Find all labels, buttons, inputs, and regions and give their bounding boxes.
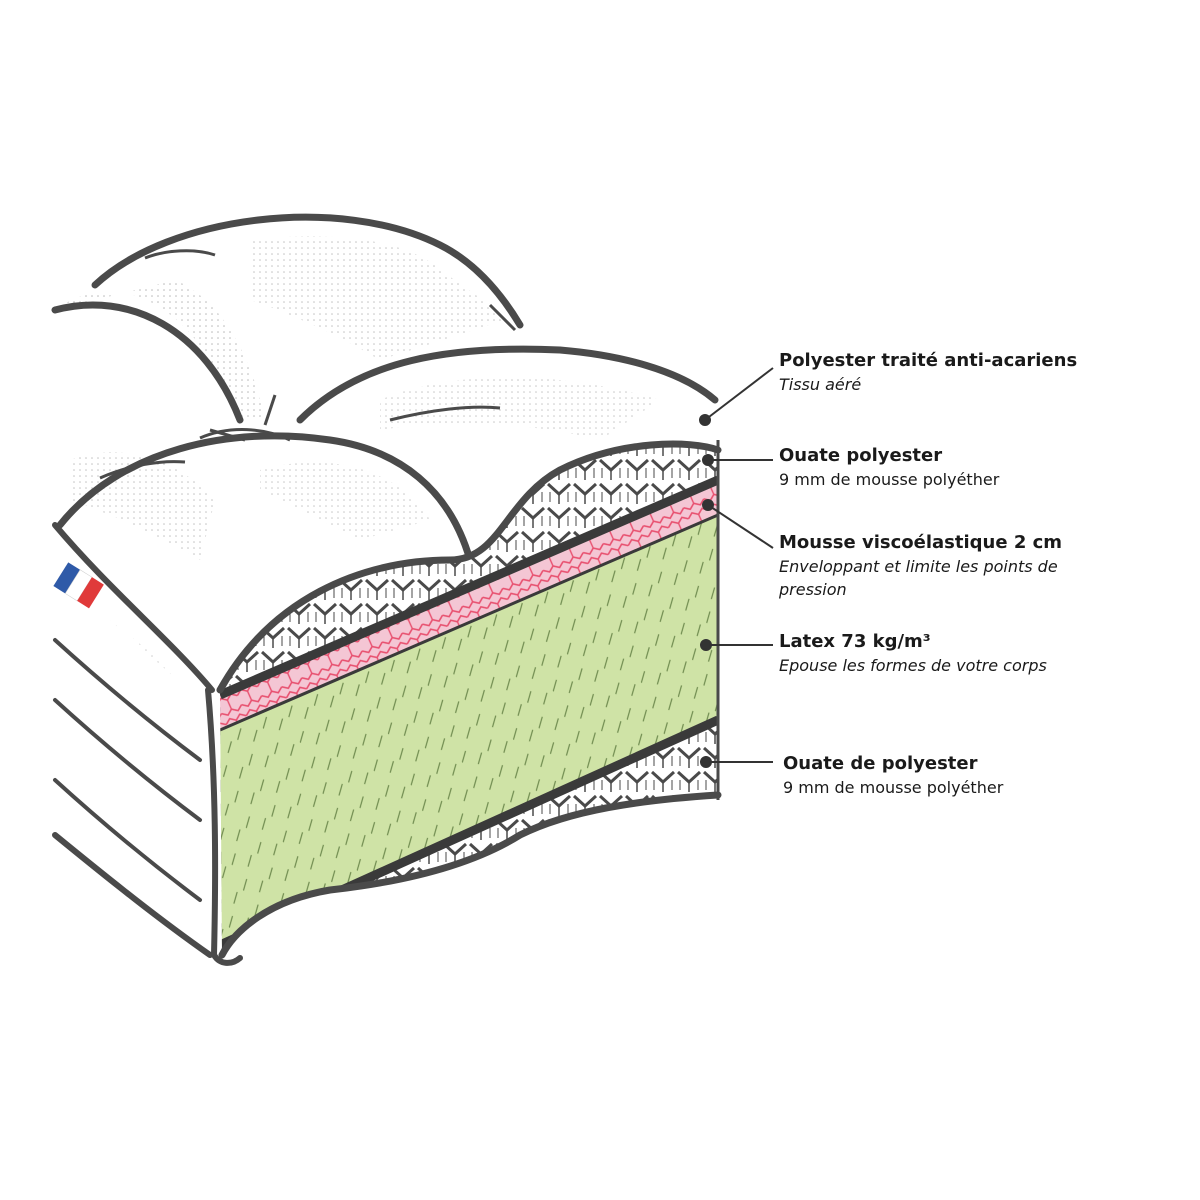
leader-lines (699, 367, 774, 768)
leader-dot-1 (699, 414, 711, 426)
layer-description: 9 mm de mousse polyéther (783, 778, 1004, 797)
layer-label-4: Latex 73 kg/m³ Epouse les formes de votr… (779, 630, 1047, 677)
layer-label-1: Polyester traité anti-acariens Tissu aér… (779, 349, 1077, 396)
layer-description: Epouse les formes de votre corps (779, 656, 1047, 675)
layer-title: Mousse viscoélastique 2 cm (779, 532, 1063, 553)
leader-dot-4 (700, 639, 712, 651)
layer-title: Ouate de polyester (783, 753, 978, 774)
layer-description: 9 mm de mousse polyéther (779, 470, 1000, 489)
layer-label-5: Ouate de polyester 9 mm de mousse polyét… (783, 752, 1003, 799)
layer-title: Latex 73 kg/m³ (779, 631, 931, 652)
leader-line-1 (704, 367, 774, 421)
layer-label-3: Mousse viscoélastique 2 cm Enveloppant e… (779, 531, 1109, 601)
leader-dot-5 (700, 756, 712, 768)
mattress-cross-section (220, 444, 718, 955)
layer-label-2: Ouate polyester 9 mm de mousse polyéther (779, 444, 999, 491)
top-comfort-layer (51, 213, 719, 564)
french-flag-tag-icon (53, 562, 104, 609)
layer-description: Tissu aéré (779, 375, 862, 394)
layer-title: Polyester traité anti-acariens (779, 350, 1078, 371)
leader-line-3 (707, 504, 774, 549)
latex-layer (220, 515, 718, 945)
layer-title: Ouate polyester (779, 445, 943, 466)
leader-dot-2 (702, 454, 714, 466)
layer-description: Enveloppant et limite les points de pres… (779, 557, 1058, 599)
viscoelastic-layer (220, 480, 718, 730)
mattress-side-panel (52, 522, 243, 966)
leader-dot-3 (702, 499, 714, 511)
